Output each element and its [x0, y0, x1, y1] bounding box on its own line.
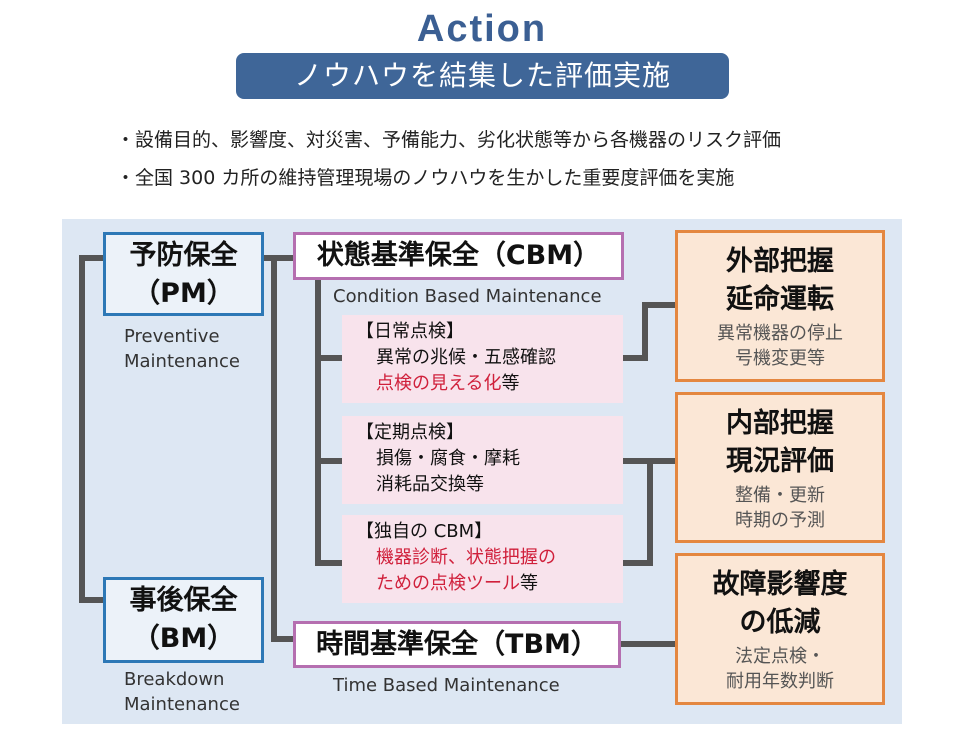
outcome-impact-sub1: 法定点検・ — [735, 646, 825, 667]
original-cbm-box: 【独自の CBM】 機器診断、状態把握の ための点検ツール等 — [342, 515, 623, 603]
periodic-inspection-box: 【定期点検】 損傷・腐食・摩耗 消耗品交換等 — [342, 416, 623, 504]
periodic-inspection-line2: 消耗品交換等 — [376, 474, 484, 495]
bullet-1: ・設備目的、影響度、対災害、予備能力、劣化状態等から各機器のリスク評価 — [116, 129, 782, 151]
outcome-internal-title1: 内部把握 — [726, 408, 834, 439]
daily-inspection-tail: 等 — [501, 373, 520, 394]
pm-title: 予防保全 — [129, 240, 238, 271]
outcome-internal-title2: 現況評価 — [726, 446, 834, 477]
outcome-external-title1: 外部把握 — [726, 246, 834, 277]
outcome-external-sub2: 号機変更等 — [735, 348, 825, 369]
bm-abbr: （BM） — [132, 623, 235, 654]
daily-inspection-head: 【日常点検】 — [356, 321, 464, 342]
outcome-impact-box: 故障影響度 の低減 法定点検・ 耐用年数判断 — [675, 553, 885, 705]
outcome-external-box: 外部把握 延命運転 異常機器の停止 号機変更等 — [675, 230, 885, 382]
periodic-inspection-head: 【定期点検】 — [356, 422, 464, 443]
outcome-internal-box: 内部把握 現況評価 整備・更新 時期の予測 — [675, 392, 885, 543]
daily-inspection-line1: 異常の兆候・五感確認 — [376, 347, 556, 368]
cbm-english: Condition Based Maintenance — [333, 286, 602, 307]
cbm-title: 状態基準保全（CBM） — [316, 240, 601, 271]
action-title: Action — [416, 8, 548, 50]
original-cbm-head: 【独自の CBM】 — [356, 521, 493, 542]
bm-english-2: Maintenance — [124, 694, 240, 715]
bm-english-1: Breakdown — [124, 669, 225, 690]
bm-box: 事後保全 （BM） — [103, 577, 264, 663]
outcome-impact-title1: 故障影響度 — [712, 569, 848, 600]
pm-english-2: Maintenance — [124, 351, 240, 372]
pm-english-1: Preventive — [124, 326, 220, 347]
outcome-external-sub1: 異常機器の停止 — [717, 323, 843, 344]
original-cbm-line1: 機器診断、状態把握の — [376, 547, 556, 568]
original-cbm-line2: ための点検ツール等 — [376, 571, 623, 597]
tbm-english: Time Based Maintenance — [333, 675, 560, 696]
original-cbm-highlight: ための点検ツール — [376, 573, 520, 594]
outcome-internal-sub1: 整備・更新 — [735, 485, 825, 506]
original-cbm-tail: 等 — [520, 573, 538, 594]
daily-inspection-line2: 点検の見える化等 — [376, 371, 623, 397]
cbm-box: 状態基準保全（CBM） — [293, 232, 624, 280]
pm-abbr: （PM） — [133, 278, 234, 309]
bm-title: 事後保全 — [129, 585, 238, 616]
tbm-title: 時間基準保全（TBM） — [316, 629, 598, 660]
bullet-2: ・全国 300 カ所の維持管理現場のノウハウを生かした重要度評価を実施 — [116, 167, 735, 189]
daily-inspection-box: 【日常点検】 異常の兆候・五感確認 点検の見える化等 — [342, 315, 623, 403]
outcome-internal-sub2: 時期の予測 — [735, 510, 825, 531]
periodic-inspection-line1: 損傷・腐食・摩耗 — [376, 448, 520, 469]
outcome-impact-title2: の低減 — [739, 607, 821, 638]
outcome-impact-sub2: 耐用年数判断 — [726, 671, 834, 692]
tbm-box: 時間基準保全（TBM） — [293, 621, 621, 668]
pm-box: 予防保全 （PM） — [103, 232, 264, 316]
subtitle-banner: ノウハウを結集した評価実施 — [236, 53, 729, 99]
outcome-external-title2: 延命運転 — [726, 284, 834, 315]
daily-inspection-highlight: 点検の見える化 — [376, 373, 502, 394]
